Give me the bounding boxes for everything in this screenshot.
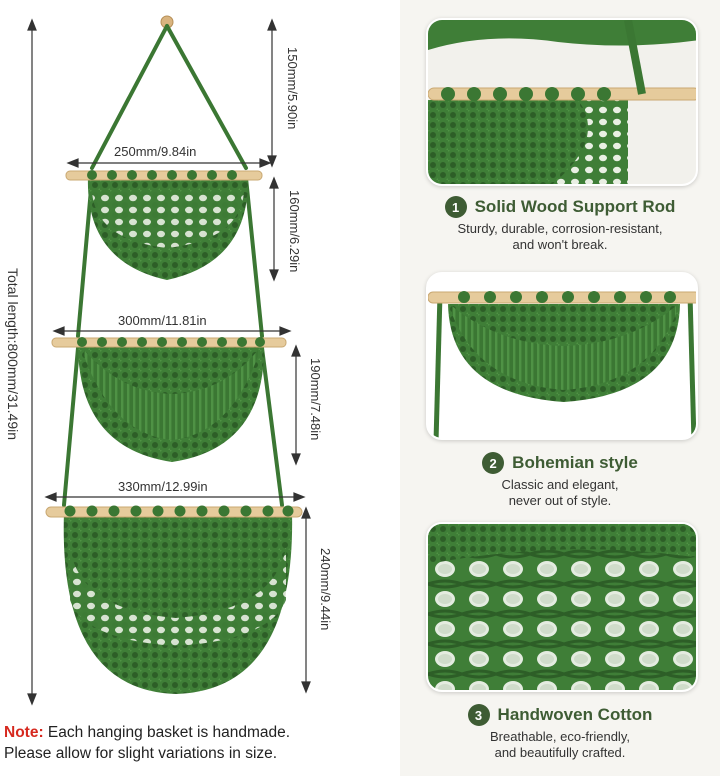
photo-wood-rod xyxy=(426,18,698,186)
feature-1-number: 1 xyxy=(444,196,467,218)
feature-2-title: Bohemian style xyxy=(512,453,638,472)
photo-bohemian-fringe xyxy=(426,272,698,440)
feature-3-number: 3 xyxy=(467,704,490,726)
handmade-note: Note: Each hanging basket is handmade. P… xyxy=(4,722,396,764)
feature-3: 3 Handwoven Cotton Breathable, eco-frien… xyxy=(400,704,720,761)
label-basket2-height: 190mm/7.48in xyxy=(308,358,323,440)
feature-3-title: Handwoven Cotton xyxy=(497,705,653,724)
note-line-1: Note: Each hanging basket is handmade. xyxy=(4,722,396,743)
feature-2: 2 Bohemian style Classic and elegant, ne… xyxy=(400,452,720,509)
basket-small xyxy=(65,170,263,280)
features-panel: 1 Solid Wood Support Rod Sturdy, durable… xyxy=(400,0,720,776)
note-label: Note: xyxy=(4,724,44,741)
feature-1-title: Solid Wood Support Rod xyxy=(474,197,676,216)
label-basket1-width: 250mm/9.84in xyxy=(114,144,196,159)
dimension-lines xyxy=(27,18,311,706)
feature-3-desc-2: and beautifully crafted. xyxy=(494,745,626,760)
label-basket3-width: 330mm/12.99in xyxy=(118,479,208,494)
hanging-basket-illustration: 150mm/5.90in 250mm/9.84in 160mm/6.29in 3… xyxy=(5,15,333,706)
feature-2-desc-2: never out of style. xyxy=(508,493,612,508)
label-top-hanger: 150mm/5.90in xyxy=(285,47,300,129)
feature-1-desc-1: Sturdy, durable, corrosion-resistant, xyxy=(457,221,663,236)
basket-large xyxy=(45,505,303,694)
photo-woven-cotton xyxy=(426,522,698,692)
note-text-2: Please allow for slight variations in si… xyxy=(4,745,278,762)
feature-2-number: 2 xyxy=(482,452,505,474)
feature-1: 1 Solid Wood Support Rod Sturdy, durable… xyxy=(400,196,720,253)
label-basket1-height: 160mm/6.29in xyxy=(287,190,302,272)
basket-medium xyxy=(51,337,287,462)
label-basket2-width: 300mm/11.81in xyxy=(118,313,207,328)
feature-2-desc-1: Classic and elegant, xyxy=(501,477,619,492)
feature-1-desc-2: and won't break. xyxy=(512,237,608,252)
product-illustration-panel: 150mm/5.90in 250mm/9.84in 160mm/6.29in 3… xyxy=(4,15,396,764)
label-basket3-height: 240mm/9.44in xyxy=(318,548,333,630)
feature-3-desc-1: Breathable, eco-friendly, xyxy=(490,729,630,744)
note-text-1: Each hanging basket is handmade. xyxy=(43,724,291,741)
label-total-length: Total length:800mm/31.49in xyxy=(5,268,21,440)
wood-rod-medium xyxy=(51,337,287,348)
